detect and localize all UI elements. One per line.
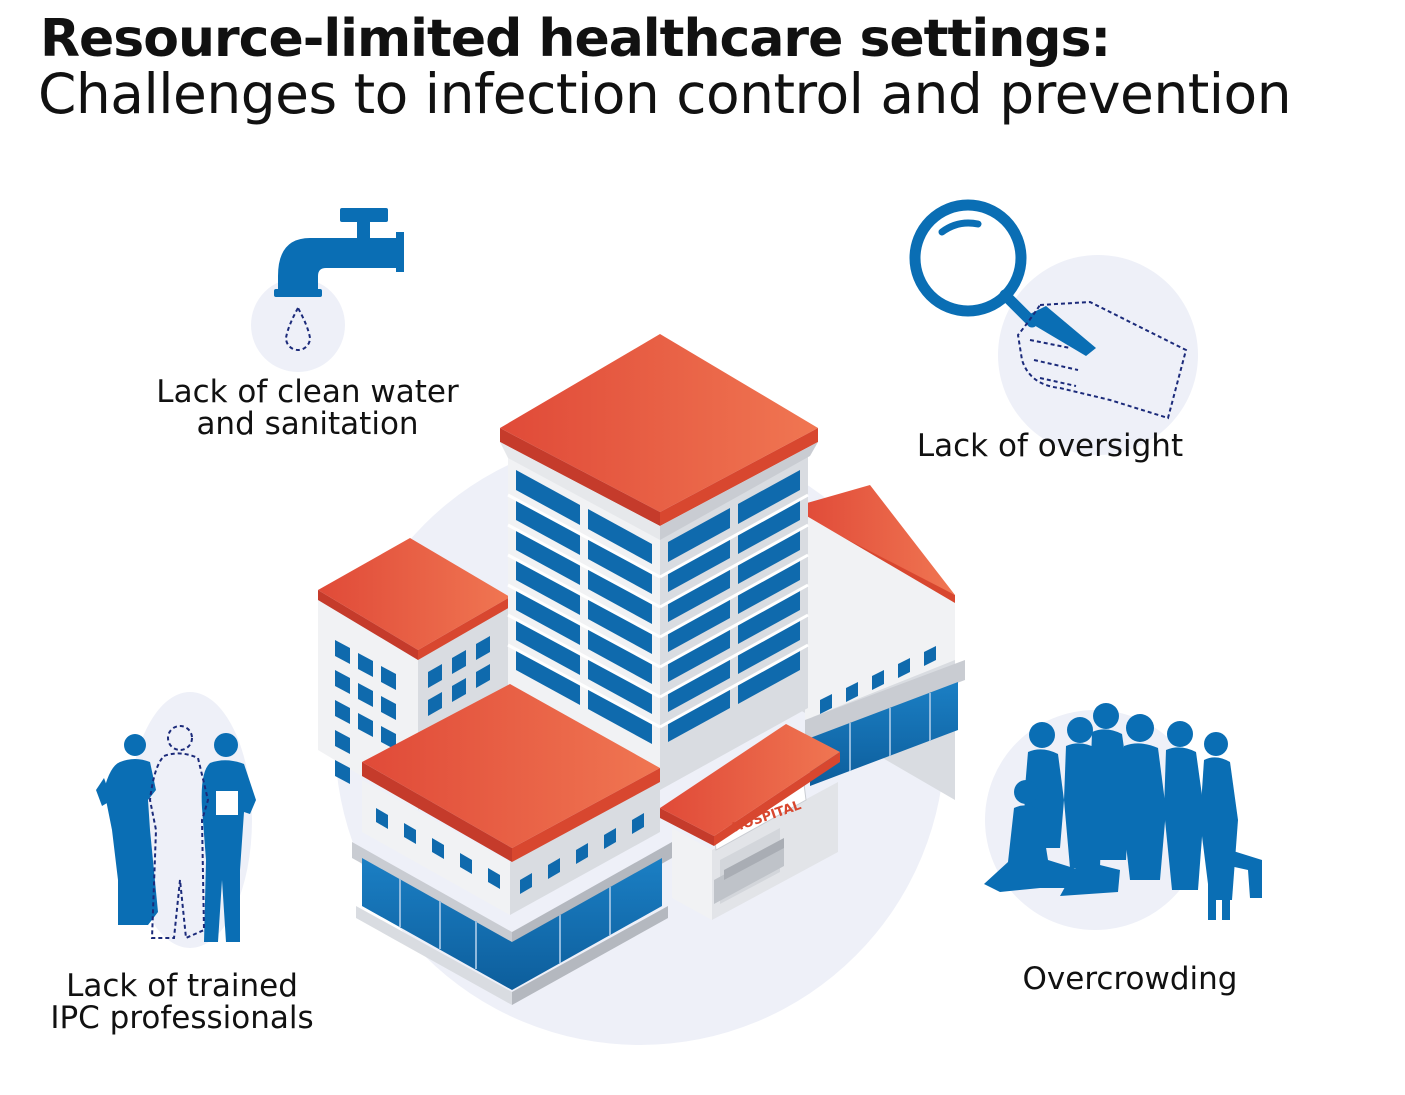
healthcare-workers-icon <box>96 725 256 942</box>
ipc-professionals-label: Lack of trained IPC professionals <box>22 970 342 1034</box>
overcrowding-label: Overcrowding <box>1000 963 1260 995</box>
ipc-label-line-1: Lack of trained <box>66 968 298 1004</box>
water-background-circle <box>251 278 345 372</box>
ipc-label-line-2: IPC professionals <box>50 1000 314 1036</box>
page-title: Resource-limited healthcare settings: <box>40 9 1111 69</box>
magnifying-glass-icon <box>909 199 1188 420</box>
oversight-label: Lack of oversight <box>895 430 1205 462</box>
hospital-building-icon: HOSPITAL <box>318 334 965 1005</box>
oversight-background-circle <box>998 255 1198 455</box>
water-label-line-2: and sanitation <box>196 406 419 442</box>
water-tap-icon <box>274 208 404 351</box>
oversight-label-line-1: Lack of oversight <box>916 428 1184 464</box>
water-sanitation-label: Lack of clean water and sanitation <box>140 376 475 440</box>
page-subtitle: Challenges to infection control and prev… <box>38 62 1292 126</box>
water-label-line-1: Lack of clean water <box>156 374 459 410</box>
overcrowding-label-line-1: Overcrowding <box>1022 961 1238 997</box>
crowd-icon <box>984 703 1262 920</box>
